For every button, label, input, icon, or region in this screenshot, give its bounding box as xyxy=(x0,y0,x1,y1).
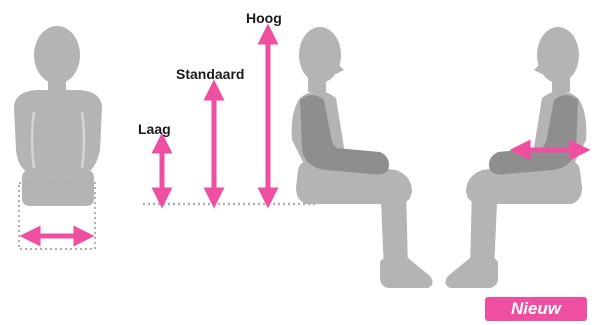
label-standaard: Standaard xyxy=(176,66,245,82)
side-view-adjustable-person-icon xyxy=(445,27,587,288)
label-hoog: Hoog xyxy=(246,10,282,26)
side-view-person-icon xyxy=(291,27,433,288)
new-badge: Nieuw xyxy=(485,297,587,321)
label-laag: Laag xyxy=(138,121,171,137)
back-view-person-icon xyxy=(14,26,102,206)
seat-width-dotted-box xyxy=(18,182,96,250)
